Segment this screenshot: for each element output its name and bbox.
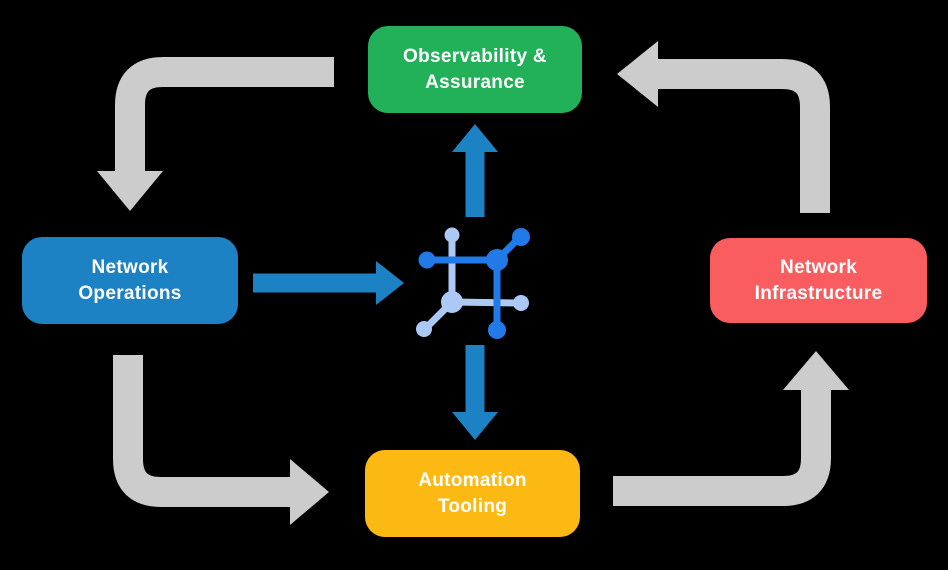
node-label-line: Network	[91, 257, 169, 279]
node-network-operations: Network Operations	[22, 237, 238, 324]
node-network-infrastructure: Network Infrastructure	[710, 238, 927, 323]
node-label-line: Network	[779, 257, 858, 279]
cycle-arrow-observability-to-operations-icon	[97, 57, 334, 211]
network-topology-icon-light-part	[416, 227, 529, 337]
node-observability-assurance: Observability & Assurance	[368, 26, 582, 113]
node-automation-tooling: Automation Tooling	[365, 450, 580, 537]
node-label-line: Operations	[78, 282, 182, 304]
network-topology-icon-dark-part	[418, 228, 530, 339]
node-label-line: Observability &	[403, 46, 547, 68]
flow-arrow-center-to-observability-icon	[452, 124, 498, 217]
node-label-line: Automation	[418, 470, 527, 492]
flow-arrow-center-to-automation-icon	[452, 345, 498, 440]
network-topology-icon	[416, 227, 530, 339]
node-label-line: Tooling	[437, 495, 508, 517]
node-label-line: Infrastructure	[754, 282, 883, 304]
cycle-arrow-infrastructure-to-observability-icon	[617, 41, 830, 213]
cycle-arrow-operations-to-automation-icon	[113, 355, 329, 525]
node-label-line: Assurance	[425, 71, 525, 93]
flow-arrow-operations-to-center-icon	[253, 261, 404, 305]
cycle-arrow-automation-to-infrastructure-icon	[613, 351, 849, 506]
